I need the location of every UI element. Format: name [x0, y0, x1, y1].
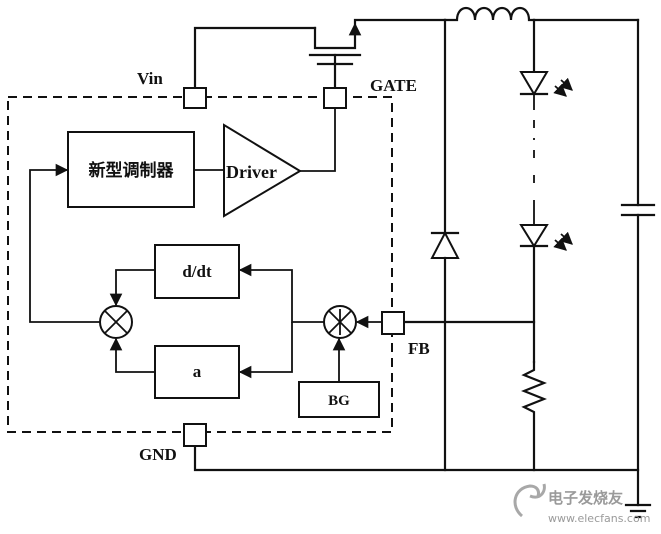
vin-label: Vin: [137, 69, 163, 88]
vin-pin: [183, 87, 207, 109]
error-comparator-symbol: [323, 305, 357, 339]
vin-wire: [193, 26, 317, 90]
sense-resistor: [521, 360, 547, 472]
led-string: [519, 18, 573, 364]
switch-node-wire: [353, 18, 447, 30]
gain-to-multiplier-arrow: [109, 337, 155, 373]
multiplier-symbol: [99, 305, 133, 339]
comparator-to-ddt-arrow: [238, 263, 324, 323]
gain-label: a: [193, 362, 202, 381]
ddt-to-multiplier-arrow: [109, 269, 155, 307]
watermark-logo: [513, 483, 546, 518]
gnd-label: GND: [139, 445, 177, 464]
watermark-name: 电子发烧友: [548, 489, 623, 507]
driver-label: Driver: [226, 162, 277, 182]
watermark: 电子发烧友 www.elecfans.com: [513, 483, 650, 525]
gain-block: [154, 345, 240, 399]
watermark-url: www.elecfans.com: [548, 512, 650, 525]
bandgap-block: [298, 381, 380, 418]
fb-label: FB: [408, 339, 430, 358]
gnd-pin: [183, 423, 207, 447]
gate-label: GATE: [370, 76, 417, 95]
ground-rail-wire: [193, 430, 640, 472]
modulator-label: 新型调制器: [89, 160, 175, 181]
feedback-to-modulator-arrow: [29, 163, 100, 323]
inductor-symbol: [443, 6, 536, 22]
driver-to-gate-wire: [300, 108, 336, 172]
fb-pin: [381, 311, 405, 335]
freewheel-diode: [430, 18, 460, 472]
derivative-block: [154, 244, 240, 299]
bandgap-label: BG: [328, 393, 350, 409]
modulator-block: [67, 131, 195, 208]
comparator-to-gain-arrow: [238, 322, 293, 379]
output-capacitor: [620, 18, 656, 519]
gate-pin: [323, 87, 347, 109]
mosfet-symbol: [308, 22, 362, 66]
derivative-label: d/dt: [182, 262, 212, 281]
